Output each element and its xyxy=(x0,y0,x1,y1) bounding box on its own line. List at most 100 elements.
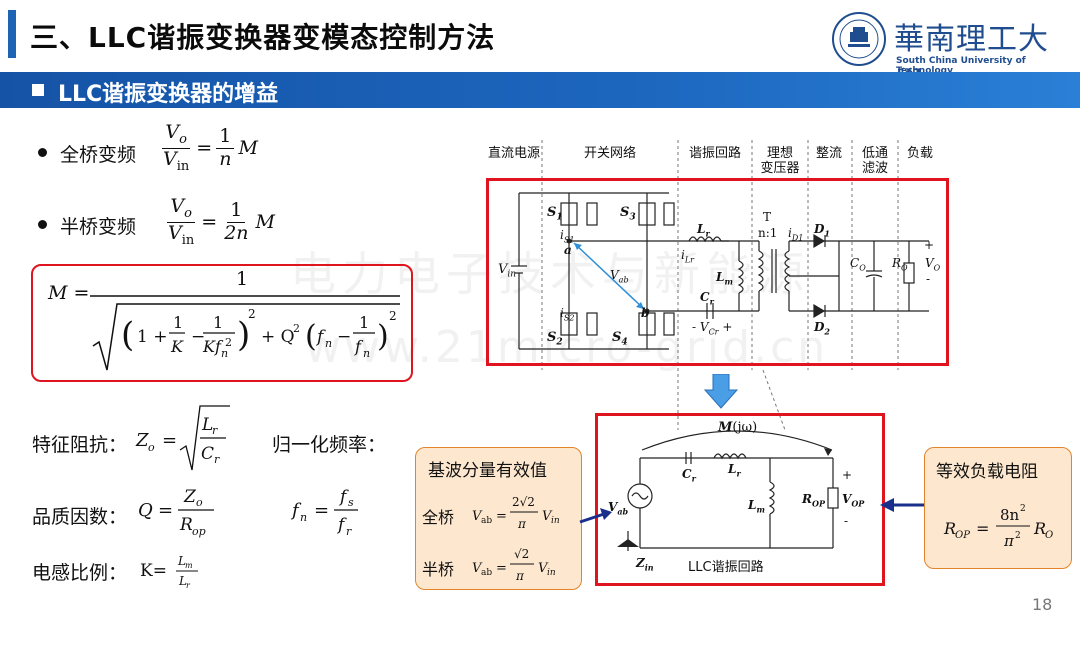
svg-text:f: f xyxy=(315,327,326,347)
vo-minus-label: - xyxy=(926,272,931,286)
gain-formula-box xyxy=(31,264,413,382)
node-a-label: a xyxy=(564,243,572,257)
ro-label: RO xyxy=(892,256,908,273)
m-jw-label: M(jω) xyxy=(718,420,758,435)
svg-text:n: n xyxy=(363,347,370,360)
k-formula: L m L r xyxy=(176,554,198,590)
quality-factor-label: 品质因数： xyxy=(32,506,128,528)
svg-text:Z: Z xyxy=(183,487,197,507)
svg-text:+ Q: + Q xyxy=(261,327,295,347)
svg-text:R: R xyxy=(179,515,193,535)
svg-text:C: C xyxy=(201,444,214,464)
full-bridge-callout-label: 全桥 xyxy=(422,508,455,527)
svg-text:−: − xyxy=(191,327,205,347)
svg-text:√2: √2 xyxy=(514,547,529,561)
svg-text:op: op xyxy=(192,525,206,538)
svg-text:(: ( xyxy=(121,315,134,355)
svg-text:): ) xyxy=(377,319,389,354)
eq-vab-label: Vab xyxy=(608,500,629,517)
s1-label: S1 xyxy=(547,205,563,223)
svg-text:2√2: 2√2 xyxy=(512,495,535,509)
bullet-dot-icon xyxy=(38,220,47,229)
svg-text:ab: ab xyxy=(481,568,492,578)
svg-text:V: V xyxy=(472,561,483,576)
section-lowpass-filter: 低通 滤波 xyxy=(861,146,888,176)
q-formula: Q = Z o R op xyxy=(138,487,214,538)
lr-label: Lr xyxy=(697,222,710,239)
transformer-t-label: T xyxy=(763,210,772,224)
section-load: 负载 xyxy=(906,146,933,161)
turns-ratio-label: n:1 xyxy=(758,226,778,240)
svg-text:2: 2 xyxy=(225,336,232,349)
eq-plus-label: + xyxy=(842,468,853,482)
inductance-ratio-label: 电感比例： xyxy=(32,562,128,584)
vo-plus-label: + xyxy=(924,238,935,252)
svg-text:=: = xyxy=(314,500,329,521)
k-equals: K= xyxy=(140,561,167,581)
svg-text:Q: Q xyxy=(138,500,153,521)
eq-lr-label: Lr xyxy=(728,462,741,479)
svg-text:K: K xyxy=(170,337,184,356)
svg-text:n: n xyxy=(325,337,332,350)
section-dc-source: 直流电源 xyxy=(487,146,540,161)
s4-label: S4 xyxy=(612,330,628,348)
svg-text:2: 2 xyxy=(1020,504,1026,514)
svg-text:n: n xyxy=(221,347,228,360)
is2-label: iS2 xyxy=(560,306,575,323)
eq-cr-label: Cr xyxy=(682,467,696,484)
svg-text:L: L xyxy=(201,415,213,435)
ilr-label: iLr xyxy=(681,248,694,265)
vo-label: VO xyxy=(925,256,941,273)
svg-text:V: V xyxy=(472,509,483,524)
llc-circuit-schematic xyxy=(511,192,929,350)
svg-text:π: π xyxy=(515,569,525,583)
co-label: CO xyxy=(850,256,866,273)
s2-label: S2 xyxy=(547,330,563,348)
rop-formula: R OP = 8n 2 π 2 R O xyxy=(943,504,1053,550)
svg-text:2: 2 xyxy=(248,307,256,321)
equivalent-load-callout xyxy=(924,447,1072,569)
full-bridge-formula: Vo Vin = 1 n M xyxy=(160,121,258,174)
fn-formula: f n = f s f r xyxy=(290,487,358,538)
university-logo: 華南理工大學 South China University of Technol… xyxy=(832,10,1077,101)
half-bridge-formula: Vo Vin = 1 2n M xyxy=(167,195,275,248)
svg-text:L: L xyxy=(178,574,187,588)
svg-text:r: r xyxy=(346,525,352,538)
svg-text:=: = xyxy=(162,430,177,451)
section-switch-network: 开关网络 xyxy=(583,146,636,161)
svg-text:Kf: Kf xyxy=(202,337,224,356)
svg-text:ab: ab xyxy=(481,516,492,526)
equivalent-load-title: 等效负载电阻 xyxy=(936,462,1038,482)
d1-label: D1 xyxy=(814,222,830,239)
char-impedance-label: 特征阻抗： xyxy=(32,434,128,456)
svg-text:r: r xyxy=(214,453,220,466)
svg-text:1 +: 1 + xyxy=(137,327,167,347)
vcr-label: - VCr + xyxy=(692,320,733,337)
svg-text:in: in xyxy=(547,568,556,578)
s3-label: S3 xyxy=(620,205,636,223)
svg-text:O: O xyxy=(1045,530,1053,541)
bullet-dot-icon xyxy=(38,148,47,157)
svg-text:L: L xyxy=(177,554,186,568)
svg-text:OP: OP xyxy=(955,530,970,541)
section-transformer: 理想 变压器 xyxy=(760,146,800,176)
svg-text:o: o xyxy=(196,496,203,509)
section-subtitle: LLC谐振变换器的增益 xyxy=(58,82,279,107)
subtitle-bar xyxy=(0,72,1080,108)
equivalent-circuit-schematic xyxy=(617,430,839,551)
eq-vop-label: VOP xyxy=(842,492,865,509)
equivalent-circuit-box xyxy=(595,413,885,586)
svg-text:Z: Z xyxy=(135,430,149,451)
eq-rop-label: ROP xyxy=(802,492,825,509)
down-arrow-icon xyxy=(703,374,739,409)
vin-label: Vin xyxy=(498,262,517,280)
svg-text:=: = xyxy=(158,500,173,521)
svg-text:(: ( xyxy=(305,319,317,354)
full-bridge-label: 全桥变频 xyxy=(60,144,137,166)
svg-text:V: V xyxy=(542,509,553,524)
svg-text:in: in xyxy=(551,516,560,526)
eq-minus-label: - xyxy=(844,514,849,528)
svg-text:=: = xyxy=(496,561,507,576)
svg-text:s: s xyxy=(348,496,354,509)
lm-label: Lm xyxy=(716,270,733,287)
